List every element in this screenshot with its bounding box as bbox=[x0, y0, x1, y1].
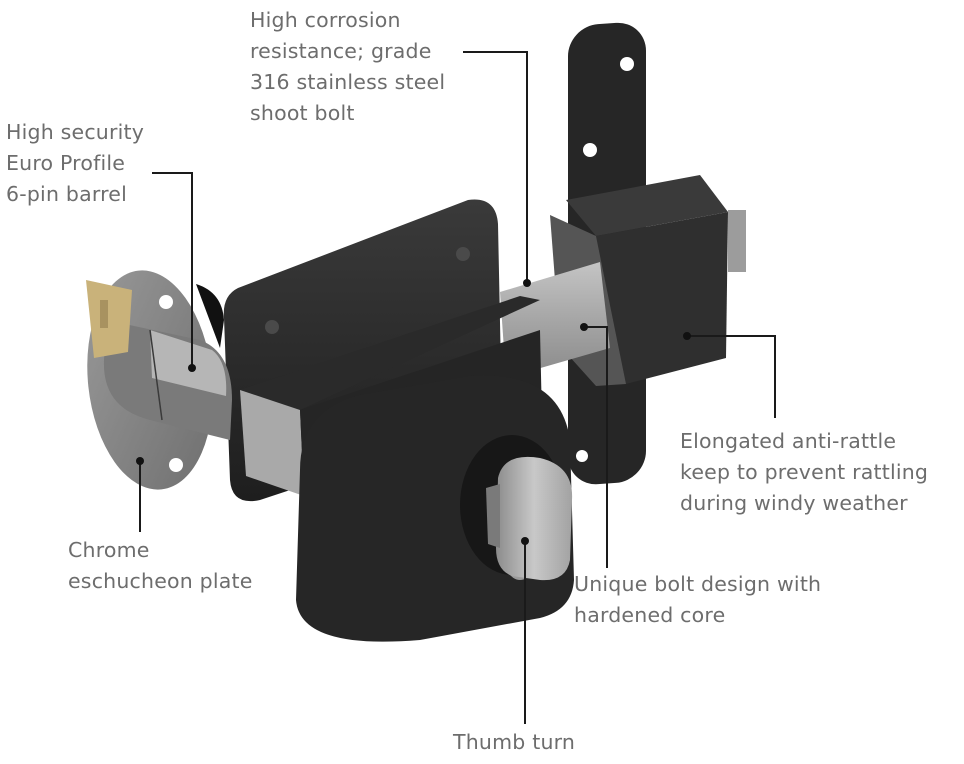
callout-line: Thumb turn bbox=[453, 730, 576, 754]
callout-line: during windy weather bbox=[680, 491, 908, 515]
leader-anti-rattle-keep bbox=[687, 335, 776, 418]
callout-line: 316 stainless steel bbox=[250, 70, 446, 94]
leader-shoot-bolt bbox=[463, 51, 528, 283]
thumb-turn-knob bbox=[486, 456, 573, 581]
callout-line: Unique bolt design with bbox=[574, 572, 822, 596]
callout-line: High security bbox=[6, 120, 145, 144]
callout-line: Euro Profile bbox=[6, 151, 126, 175]
callout-line: High corrosion bbox=[250, 8, 401, 32]
euro-profile-cylinder bbox=[103, 320, 232, 440]
callout-line: shoot bolt bbox=[250, 101, 355, 125]
leader-dots bbox=[136, 279, 691, 545]
callout-anti-rattle-keep: Elongated anti-rattle keep to prevent ra… bbox=[680, 426, 928, 519]
callout-hardened-core-bolt: Unique bolt design with hardened core bbox=[574, 569, 821, 631]
leader-euro-profile bbox=[152, 172, 193, 368]
callout-escutcheon-plate: Chrome eschucheon plate bbox=[68, 535, 253, 597]
callout-line: resistance; grade bbox=[250, 39, 432, 63]
callout-line: eschucheon plate bbox=[68, 569, 253, 593]
callout-line: Chrome bbox=[68, 538, 150, 562]
leader-hardened-core bbox=[584, 326, 608, 568]
callout-thumb-turn: Thumb turn bbox=[453, 727, 575, 758]
callout-line: hardened core bbox=[574, 603, 726, 627]
callout-euro-profile-barrel: High security Euro Profile 6-pin barrel bbox=[6, 117, 144, 210]
callout-line: keep to prevent rattling bbox=[680, 460, 929, 484]
key bbox=[86, 280, 132, 358]
callout-line: 6-pin barrel bbox=[6, 182, 127, 206]
callout-line: Elongated anti-rattle bbox=[680, 429, 897, 453]
callout-shoot-bolt: High corrosion resistance; grade 316 sta… bbox=[250, 5, 445, 129]
leader-lines bbox=[139, 51, 776, 724]
